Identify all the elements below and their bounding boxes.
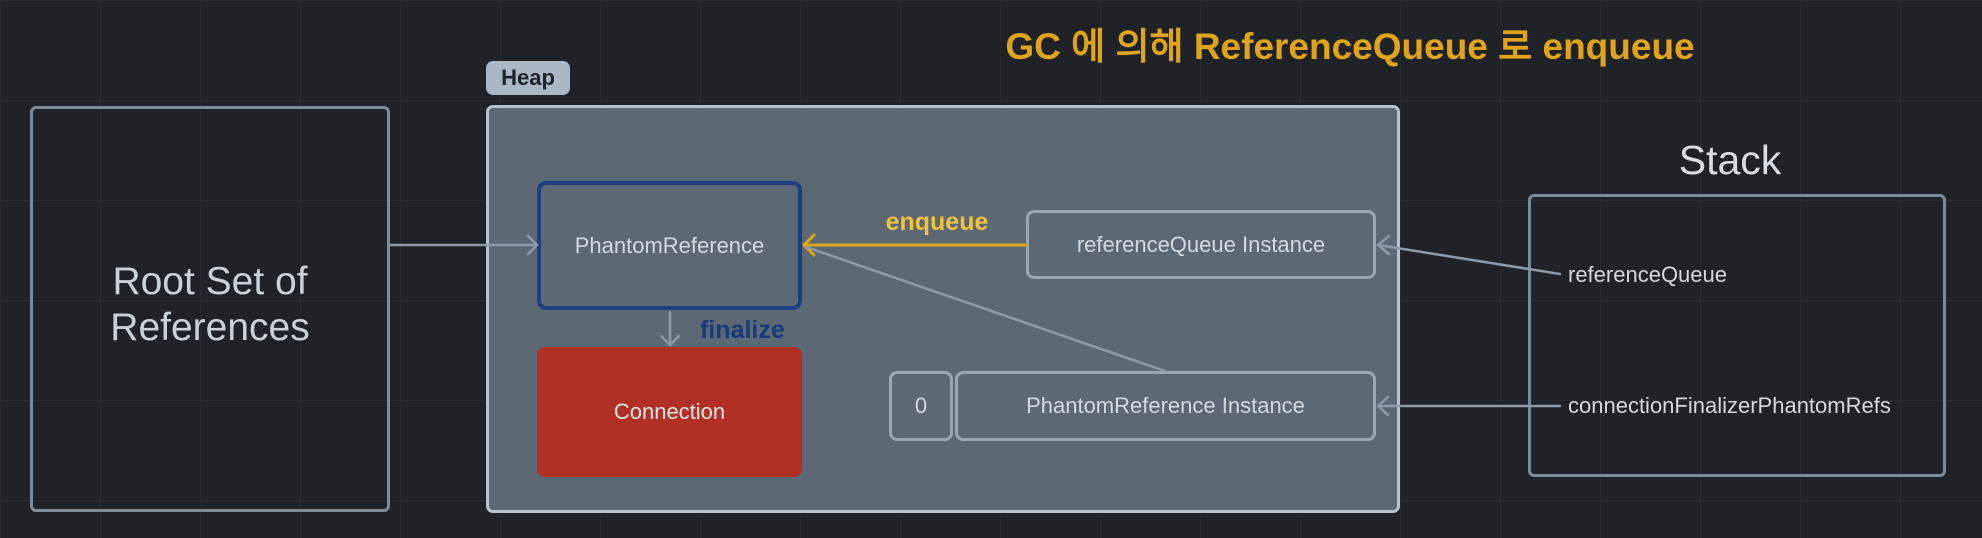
index-cell: 0 (889, 371, 953, 441)
root-to-phantom-arrowhead (526, 234, 539, 256)
root-set-label-line2: References (110, 306, 310, 349)
phantom-reference-node: PhantomReference (537, 181, 802, 310)
finalize-arrowhead (659, 334, 681, 347)
connection-node: Connection (537, 347, 802, 477)
stack-to-queue-arrowhead (1376, 234, 1391, 256)
stack-item-reference-queue: referenceQueue (1568, 262, 1727, 287)
stack-box (1528, 194, 1946, 477)
finalize-label: finalize (700, 315, 785, 344)
root-set-label-line1: Root Set of (112, 260, 308, 303)
enqueue-label: enqueue (885, 207, 989, 236)
phantom-reference-instance-node: PhantomReference Instance (955, 371, 1376, 441)
reference-queue-instance-node: referenceQueue Instance (1026, 210, 1376, 279)
stack-to-instance-arrowhead (1376, 395, 1390, 417)
stack-item-connection-finalizer-phantom-refs: connectionFinalizerPhantomRefs (1568, 393, 1891, 418)
diagram-title: GC 에 의해 ReferenceQueue 로 enqueue (1005, 26, 1695, 67)
root-set-label: Root Set of References (30, 250, 390, 360)
heap-tag: Heap (486, 61, 570, 95)
root-set-box (30, 106, 390, 512)
stack-to-queue-arrow (1376, 243, 1562, 276)
instance-to-phantom-arrow (804, 245, 1167, 373)
stack-title: Stack (1678, 136, 1782, 183)
enqueue-arrowhead (802, 233, 816, 257)
